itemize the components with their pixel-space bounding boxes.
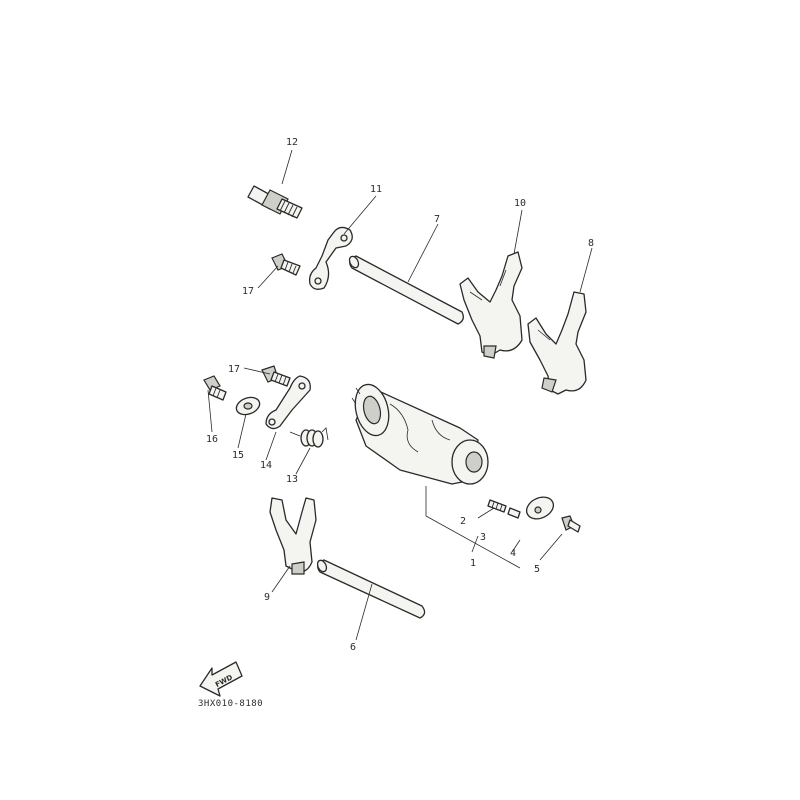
part-2-pin [487,499,507,513]
label-part-10: 10 [514,198,526,209]
part-17-bolt-upper [271,253,301,276]
label-part-14: 14 [260,460,272,471]
fwd-arrow-icon: FWD [199,661,243,697]
label-part-13: 13 [286,474,298,485]
label-part-2: 2 [460,516,466,527]
part-labels: 12 11 7 10 8 17 17 16 15 14 13 2 3 4 1 5… [206,137,594,653]
label-part-12: 12 [286,137,298,148]
part-7-guide-bar [348,255,464,325]
label-part-9: 9 [264,592,270,603]
label-part-4: 4 [510,548,516,559]
diagram-code: 3HX010-8180 [198,699,263,709]
label-part-17-upper: 17 [242,286,254,297]
part-16-bolt [203,375,227,401]
part-4-plate [525,496,555,520]
part-11-arm-plate [308,226,353,290]
label-part-5: 5 [534,564,540,575]
leader-lines [207,149,593,641]
part-13-torsion-spring [289,427,329,448]
label-part-3: 3 [480,532,486,543]
part-10-shift-fork [459,251,523,359]
label-part-8: 8 [588,238,594,249]
part-5-screw [561,515,581,533]
part-9-shift-fork [269,497,317,575]
label-part-16: 16 [206,434,218,445]
part-14-stopper-lever [265,375,311,430]
label-part-1: 1 [470,558,476,569]
part-3-pin [507,507,521,519]
part-6-guide-bar [316,559,426,619]
label-part-11: 11 [370,184,382,195]
part-1-shift-cam [351,383,489,485]
label-part-7: 7 [434,214,440,225]
part-12-stud-bolt [247,185,303,219]
label-part-6: 6 [350,642,356,653]
label-part-17-lower: 17 [228,364,240,375]
part-1-group-bracket [425,486,563,569]
part-15-collar [235,396,261,416]
part-8-shift-fork [527,291,587,395]
part-17-bolt-lower [261,365,291,387]
label-part-15: 15 [232,450,244,461]
